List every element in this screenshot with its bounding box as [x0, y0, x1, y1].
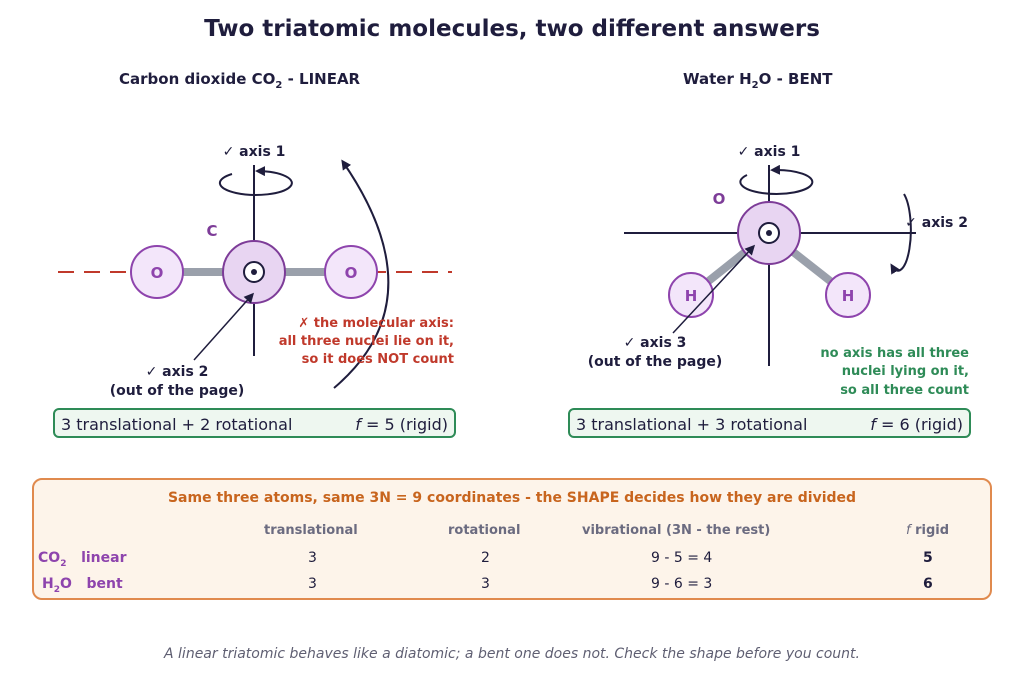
h2o-atom-label-o: O: [713, 190, 726, 208]
co2-dof-box: 3 translational + 2 rotational f = 5 (ri…: [53, 408, 456, 438]
row-label-h2o: H2O bent: [42, 576, 123, 595]
co2-title-subscript: 2: [275, 80, 283, 91]
h2o-hydrogen-right-atom: [825, 272, 871, 318]
h2o-note-line1: no axis has all three: [820, 346, 969, 361]
h2o-diagram: O H H ✓ axis 1 ✓ axis 2 ✓ axis 3 (out of…: [588, 144, 969, 398]
h2o-atom-label-h-right: H: [842, 287, 855, 305]
row-co2-rotational: 2: [481, 550, 490, 566]
row-h2o-formula-rest: O: [59, 576, 72, 592]
h2o-axis3-label: ✓ axis 3: [624, 335, 687, 351]
co2-axis1-label: ✓ axis 1: [223, 144, 286, 160]
co2-atom-label-c: C: [206, 222, 217, 240]
co2-diagram: O O C ✓ axis 1 ✓ axis 2 (out of the page…: [58, 144, 454, 399]
footer-note: A linear triatomic behaves like a diatom…: [164, 646, 860, 662]
row-h2o-rotational: 3: [481, 576, 490, 592]
h2o-note-line3: so all three count: [840, 383, 969, 398]
col-header-rigid-text: rigid: [910, 523, 950, 538]
row-h2o-shape: bent: [86, 576, 123, 592]
h2o-dof-f-symbol: f: [870, 415, 876, 434]
row-h2o-formula: H: [42, 576, 54, 592]
h2o-title-prefix: Water H: [683, 70, 752, 88]
summary-heading: Same three atoms, same 3N = 9 coordinate…: [167, 490, 857, 506]
co2-molecular-axis-note-line2: all three nuclei lie on it,: [279, 334, 454, 349]
row-h2o-vibrational: 9 - 6 = 3: [651, 576, 713, 592]
co2-axis1-rotation-arrow: [218, 166, 293, 196]
co2-molecular-axis-note-line3: so it does NOT count: [302, 352, 454, 367]
co2-axis2-dot: [251, 269, 257, 275]
co2-axis2-sublabel: (out of the page): [110, 383, 245, 399]
h2o-axis1-rotation-arrow: [739, 164, 814, 195]
page-title: Two triatomic molecules, two different a…: [204, 16, 820, 42]
co2-molecular-axis-note-line1: ✗ the molecular axis:: [298, 316, 454, 331]
row-h2o-subscript: 2: [53, 584, 60, 595]
h2o-axis3-pointer: [672, 244, 756, 334]
row-co2-formula: CO: [38, 550, 61, 566]
co2-atom-label-o-left: O: [151, 264, 164, 282]
co2-axis2-label: ✓ axis 2: [146, 364, 209, 380]
row-co2-translational: 3: [308, 550, 317, 566]
row-label-co2: CO2 linear: [38, 550, 127, 569]
co2-dof-f-symbol: f: [355, 415, 361, 434]
h2o-title-suffix: O - BENT: [758, 70, 833, 88]
co2-axis2-pointer: [193, 292, 254, 361]
row-co2-shape: linear: [81, 550, 127, 566]
h2o-panel-title: Water H2O - BENT: [683, 70, 833, 91]
col-header-f-symbol: f: [906, 523, 911, 538]
h2o-title-subscript: 2: [751, 80, 759, 91]
co2-title-prefix: Carbon dioxide CO: [119, 70, 276, 88]
row-co2-subscript: 2: [60, 558, 67, 569]
col-header-rotational: rotational: [448, 523, 521, 538]
h2o-dof-text: 3 translational + 3 rotational: [576, 415, 808, 434]
row-co2-vibrational: 9 - 5 = 4: [651, 550, 713, 566]
h2o-axis1-label: ✓ axis 1: [738, 144, 801, 160]
co2-dof-f: f = 5 (rigid): [355, 415, 448, 434]
co2-panel-title: Carbon dioxide CO2 - LINEAR: [119, 70, 360, 91]
col-header-translational: translational: [264, 523, 358, 538]
h2o-axis3-dot: [766, 230, 772, 236]
h2o-axis2-rotation-arrow: [890, 193, 912, 275]
h2o-hydrogen-left-atom: [668, 272, 714, 318]
co2-oxygen-right-atom: [324, 245, 378, 299]
co2-dof-f-value: = 5 (rigid): [360, 415, 448, 434]
h2o-axis2-label: ✓ axis 2: [905, 215, 968, 231]
co2-title-suffix: - LINEAR: [282, 70, 361, 88]
co2-dof-text: 3 translational + 2 rotational: [61, 415, 293, 434]
row-h2o-f: 6: [923, 576, 933, 592]
col-header-f-rigid: f rigid: [906, 523, 949, 538]
h2o-atom-label-h-left: H: [685, 287, 698, 305]
row-h2o-translational: 3: [308, 576, 317, 592]
h2o-dof-f: f = 6 (rigid): [870, 415, 963, 434]
co2-spin-arc-arrow: [333, 159, 390, 389]
h2o-dof-f-value: = 6 (rigid): [875, 415, 963, 434]
summary-panel: Same three atoms, same 3N = 9 coordinate…: [32, 478, 992, 600]
row-co2-f: 5: [923, 550, 933, 566]
h2o-note-line2: nuclei lying on it,: [842, 364, 969, 379]
h2o-axis3-sublabel: (out of the page): [588, 354, 723, 370]
co2-oxygen-left-atom: [130, 245, 184, 299]
h2o-dof-box: 3 translational + 3 rotational f = 6 (ri…: [568, 408, 971, 438]
col-header-vibrational: vibrational (3N - the rest): [582, 523, 771, 538]
co2-atom-label-o-right: O: [345, 264, 358, 282]
